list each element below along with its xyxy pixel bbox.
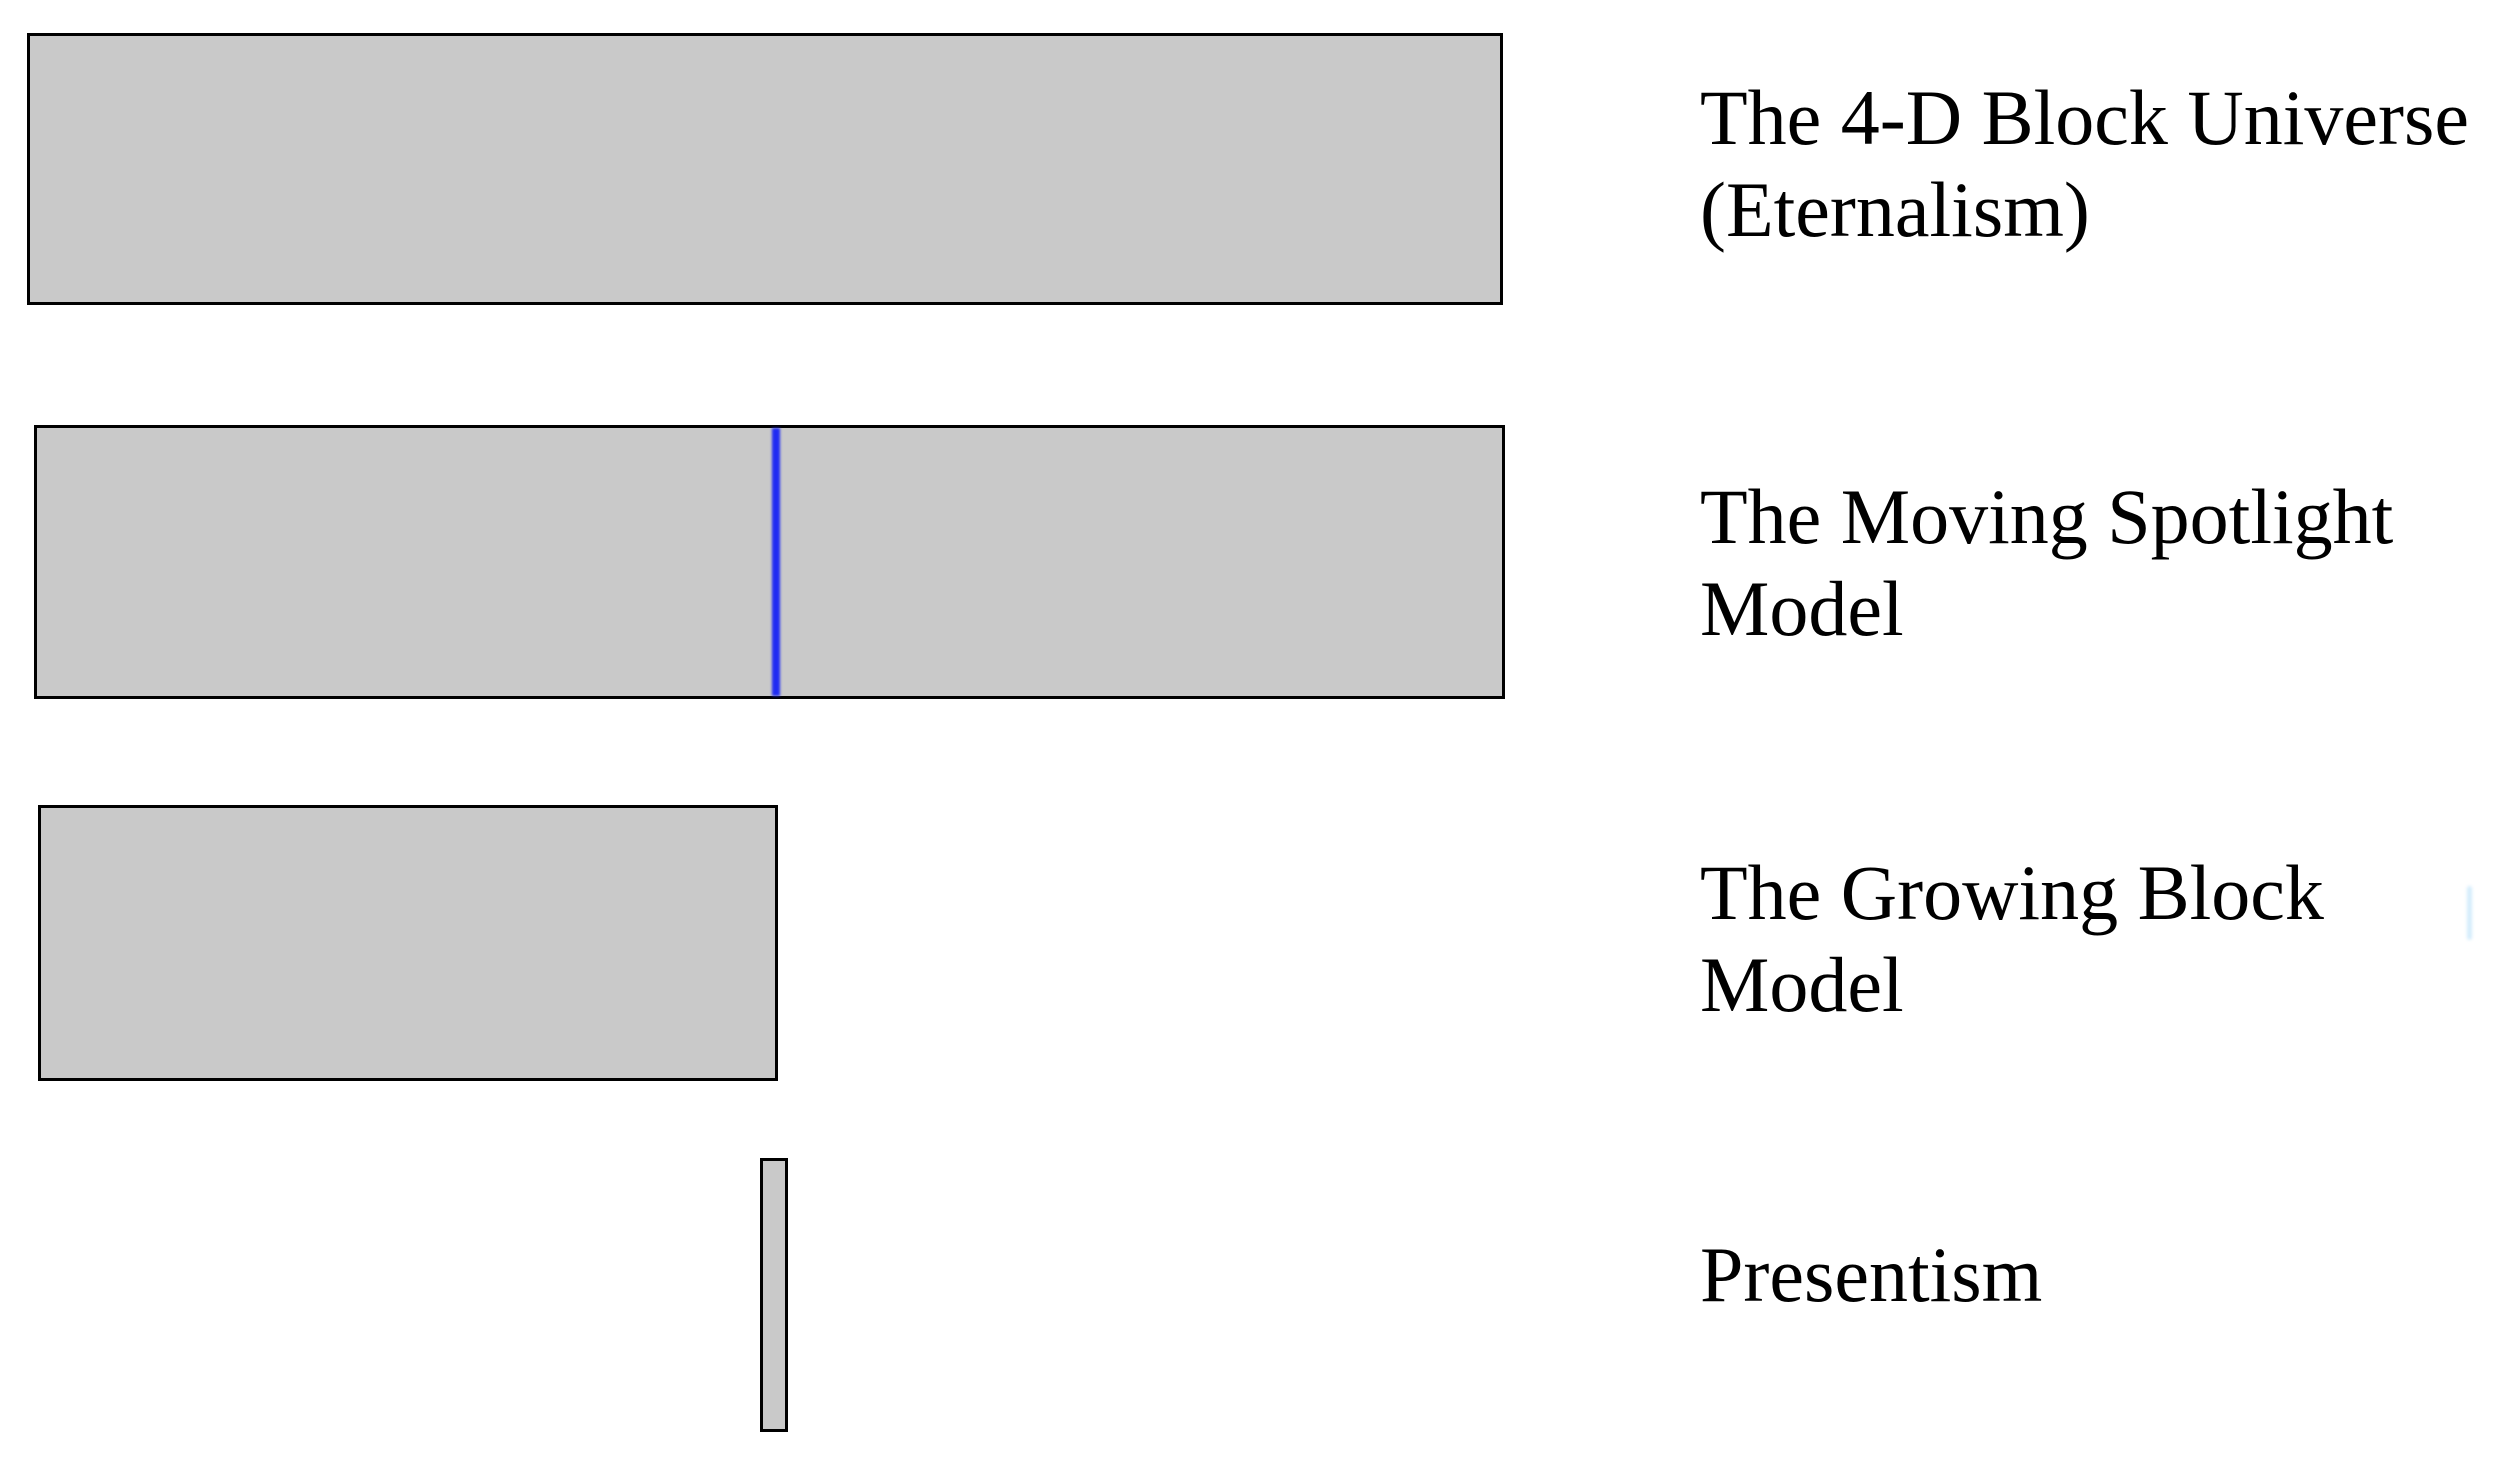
label-line: The Growing Block xyxy=(1700,849,2324,936)
bar-moving-spotlight xyxy=(34,425,1505,699)
label-line: Presentism xyxy=(1700,1231,2043,1318)
label-line: The 4-D Block Universe xyxy=(1700,74,2469,161)
label-line: The Moving Spotlight xyxy=(1700,473,2394,560)
label-presentism: Presentism xyxy=(1700,1229,2042,1321)
label-line: Model xyxy=(1700,565,1904,653)
bar-presentism-sliver xyxy=(760,1158,788,1432)
text-cursor-artifact xyxy=(2467,886,2472,940)
label-eternalism: The 4-D Block Universe (Eternalism) xyxy=(1700,72,2469,256)
label-line: (Eternalism) xyxy=(1700,166,2090,254)
label-growing-block: The Growing Block Model xyxy=(1700,847,2324,1031)
present-moment-spotlight-line xyxy=(772,428,780,696)
bar-eternalism-block-universe xyxy=(27,33,1503,305)
label-line: Model xyxy=(1700,941,1904,1029)
bar-growing-block xyxy=(38,805,778,1081)
label-moving-spotlight: The Moving Spotlight Model xyxy=(1700,471,2393,655)
